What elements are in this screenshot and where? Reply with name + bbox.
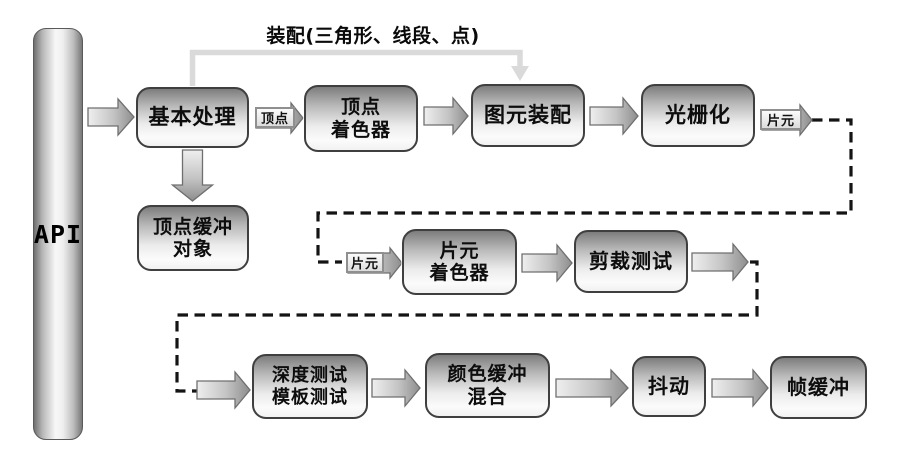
node-label: 剪裁测试 <box>589 248 673 273</box>
node-scissor-test: 剪裁测试 <box>574 230 688 293</box>
arrow-to-vertex-buffer-icon <box>170 149 215 202</box>
node-frame-buffer: 帧缓冲 <box>770 356 867 419</box>
edge-label-fragment-row2: 片元 <box>346 252 384 273</box>
arrow-api-to-basic-processing-icon <box>87 97 135 137</box>
node-label: 图元装配 <box>484 103 572 128</box>
assembly-connector-arrowhead-icon <box>511 66 529 81</box>
arrow-blend-to-dither-icon <box>555 368 629 408</box>
node-label: 抖动 <box>648 373 690 398</box>
api-bar: API <box>33 28 83 440</box>
arrow-into-depth-test-icon <box>196 370 251 410</box>
arrow-depth-to-blend-icon <box>371 368 421 408</box>
node-label: 片元 着色器 <box>429 239 490 284</box>
node-primitive-assembly: 图元装配 <box>471 84 585 147</box>
node-depth-stencil-test: 深度测试 模板测试 <box>252 354 368 419</box>
api-label: API <box>33 219 83 249</box>
node-label: 光栅化 <box>665 103 731 128</box>
node-label: 颜色缓冲 混合 <box>447 363 528 408</box>
dashed-path-row2-to-row3 <box>175 260 759 393</box>
node-rasterization: 光栅化 <box>641 84 755 147</box>
node-basic-processing: 基本处理 <box>136 87 249 148</box>
node-label: 深度测试 模板测试 <box>272 365 348 408</box>
node-vertex-buffer-object: 顶点缓冲 对象 <box>137 205 249 271</box>
dashed-path-fragment-row1-to-row2 <box>316 118 853 264</box>
assembly-note: 装配(三角形、线段、点) <box>266 25 480 47</box>
node-fragment-shader: 片元 着色器 <box>402 229 517 295</box>
node-label: 帧缓冲 <box>787 374 850 399</box>
arrow-vertexshader-to-assembly-icon <box>423 96 469 136</box>
arrow-dither-to-framebuffer-icon <box>711 368 769 408</box>
arrow-fragshader-to-scissor-icon <box>521 243 573 283</box>
edge-label-vertex: 顶点 <box>255 107 295 128</box>
node-label: 基本处理 <box>148 105 237 130</box>
assembly-connector-line <box>189 49 523 86</box>
node-color-buffer-blend: 颜色缓冲 混合 <box>425 353 550 418</box>
arrow-assembly-to-rasterization-icon <box>589 96 639 136</box>
node-label: 顶点缓冲 对象 <box>152 215 233 260</box>
node-vertex-shader: 顶点 着色器 <box>304 85 418 152</box>
edge-label-fragment-row1: 片元 <box>760 109 802 130</box>
node-dithering: 抖动 <box>632 356 706 417</box>
arrow-scissor-out-icon <box>691 242 749 282</box>
node-label: 顶点 着色器 <box>330 96 391 141</box>
